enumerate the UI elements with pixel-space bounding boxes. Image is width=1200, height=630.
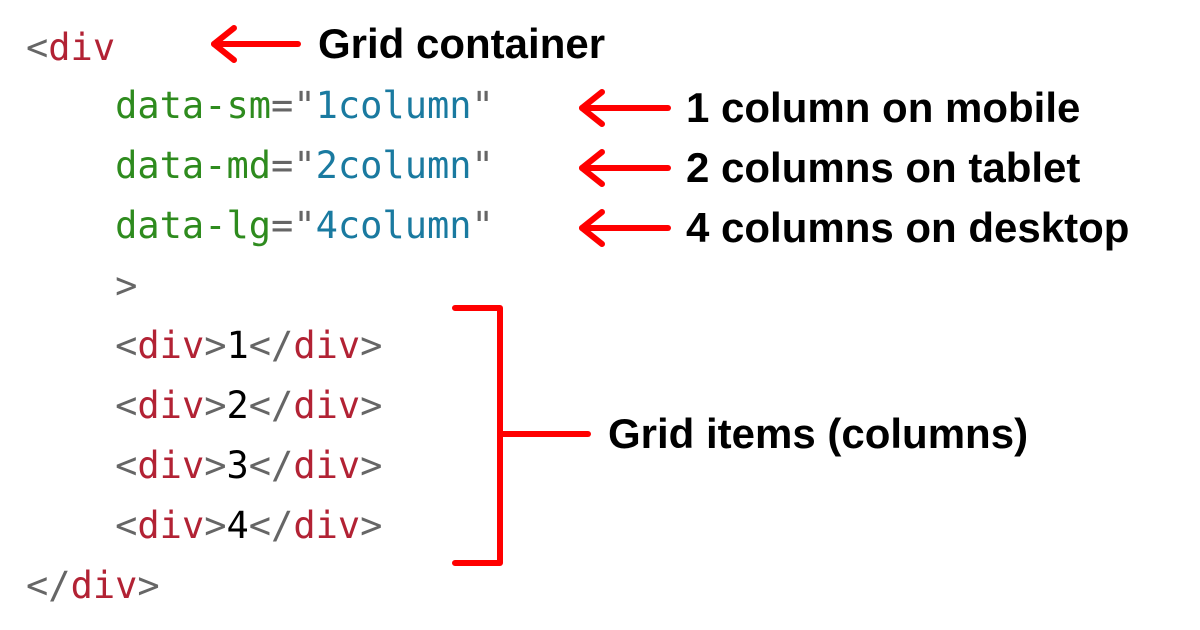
code-token-punct: < (115, 444, 138, 487)
code-line-item-1: <div>1</div> (26, 321, 382, 371)
label-grid-container: Grid container (318, 20, 606, 67)
arrow-lg (579, 209, 671, 247)
code-token-punct: " (293, 204, 316, 247)
code-token-punct: > (137, 564, 160, 607)
code-token-punct: " (293, 84, 316, 127)
label-lg: 4 columns on desktop (686, 204, 1130, 251)
label-grid-items: Grid items (columns) (608, 410, 1029, 457)
code-token-tag: div (137, 504, 205, 547)
code-token-tag: div (293, 384, 361, 427)
code-line-open-div: <div (26, 23, 115, 73)
code-token-punct: " (293, 144, 316, 187)
code-token-punct: </ (248, 444, 294, 487)
code-token-punct: > (204, 504, 227, 547)
label-sm: 1 column on mobile (686, 84, 1081, 131)
code-line-data-md: data-md="2column" (26, 141, 494, 191)
code-token-punct: < (115, 504, 138, 547)
code-token-punct: > (204, 384, 227, 427)
code-token-punct: = (271, 144, 294, 187)
code-token-attr: data-sm (115, 84, 272, 127)
code-token-value: 2column (315, 144, 472, 187)
code-line-item-2: <div>2</div> (26, 381, 382, 431)
code-token-punct: < (26, 26, 49, 69)
code-token-tag: div (70, 564, 138, 607)
code-token-punct: > (204, 444, 227, 487)
code-token-punct: > (204, 324, 227, 367)
code-token-punct: = (271, 84, 294, 127)
code-token-attr: data-md (115, 144, 272, 187)
code-token-punct: </ (248, 324, 294, 367)
code-token-tag: div (293, 444, 361, 487)
code-token-text: 3 (226, 444, 249, 487)
code-token-punct: > (360, 324, 383, 367)
arrow-grid-container (211, 25, 301, 63)
code-token-value: 1column (315, 84, 472, 127)
code-token-punct: > (360, 384, 383, 427)
code-token-tag: div (137, 324, 205, 367)
code-token-value: 4column (315, 204, 472, 247)
code-token-punct: > (360, 444, 383, 487)
code-token-tag: div (293, 324, 361, 367)
code-line-close-bracket: > (26, 261, 137, 311)
code-token-punct: </ (26, 564, 71, 607)
grid-items-bracket (452, 305, 591, 566)
code-token-punct: </ (248, 504, 294, 547)
arrow-md (579, 149, 671, 187)
code-line-data-sm: data-sm="1column" (26, 81, 494, 131)
code-token-punct: < (115, 324, 138, 367)
code-token-punct: " (471, 144, 494, 187)
code-token-punct: > (360, 504, 383, 547)
code-token-tag: div (48, 26, 116, 69)
code-token-punct: > (115, 264, 138, 307)
code-token-text: 2 (226, 384, 249, 427)
code-token-text: 1 (226, 324, 249, 367)
code-line-close-div: </div> (26, 561, 160, 611)
arrow-sm (579, 89, 671, 127)
code-token-tag: div (137, 444, 205, 487)
code-token-text: 4 (226, 504, 249, 547)
code-token-punct: " (471, 204, 494, 247)
code-token-punct: < (115, 384, 138, 427)
code-token-punct: </ (248, 384, 294, 427)
code-token-attr: data-lg (115, 204, 272, 247)
label-md: 2 columns on tablet (686, 144, 1081, 191)
code-token-tag: div (293, 504, 361, 547)
code-token-punct: = (271, 204, 294, 247)
code-line-item-4: <div>4</div> (26, 501, 382, 551)
code-line-item-3: <div>3</div> (26, 441, 382, 491)
code-token-tag: div (137, 384, 205, 427)
code-line-data-lg: data-lg="4column" (26, 201, 494, 251)
code-token-punct: " (471, 84, 494, 127)
